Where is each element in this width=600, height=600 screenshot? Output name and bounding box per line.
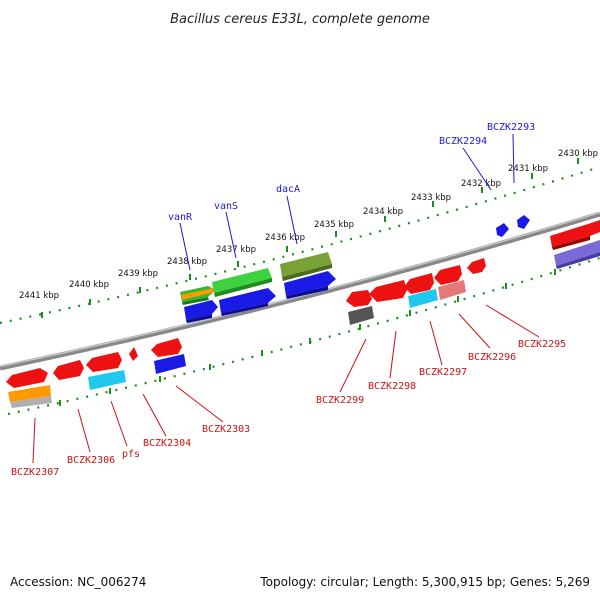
gene-red-lower-d[interactable]: [434, 265, 462, 285]
gene-BCZK2299[interactable]: [348, 306, 374, 325]
kbp-label-2432: 2432 kbp: [461, 179, 501, 189]
map-title: Bacillus cereus E33L, complete genome: [170, 12, 430, 27]
genome-summary-text: Topology: circular; Length: 5,300,915 bp…: [259, 575, 590, 589]
kbp-label-2439: 2439 kbp: [118, 269, 158, 279]
genome-backbone: [0, 211, 600, 371]
major-ticks-inner: [59, 269, 556, 406]
label-BCZK2294: BCZK2294: [439, 136, 487, 147]
gene-purple-right[interactable]: [554, 240, 600, 269]
gene-BCZK2307[interactable]: [8, 385, 52, 408]
gene-red-lower-e[interactable]: [467, 258, 486, 274]
kbp-label-2431: 2431 kbp: [508, 164, 548, 174]
kbp-label-2436: 2436 kbp: [265, 233, 305, 243]
kbp-label-2440: 2440 kbp: [69, 280, 109, 290]
label-BCZK2298: BCZK2298: [368, 381, 416, 392]
gene-BCZK2303-red[interactable]: [151, 338, 182, 357]
label-vanR: vanR: [168, 212, 193, 223]
gene-BCZK2303[interactable]: [154, 354, 186, 374]
label-pfs: pfs: [122, 449, 140, 460]
gene-BCZK2304[interactable]: [129, 347, 138, 361]
label-BCZK2295: BCZK2295: [518, 339, 566, 350]
gene-BCZK2297[interactable]: [408, 289, 438, 308]
label-vanS: vanS: [214, 201, 238, 212]
major-ticks-outer: [41, 158, 579, 318]
accession-text: Accession: NC_006274: [10, 575, 146, 589]
kbp-label-2435: 2435 kbp: [314, 220, 354, 230]
gene-BCZK2294[interactable]: [496, 223, 509, 237]
label-BCZK2297: BCZK2297: [419, 367, 467, 378]
kbp-label-2434: 2434 kbp: [363, 207, 403, 217]
gene-vanS[interactable]: [212, 268, 272, 297]
label-BCZK2307: BCZK2307: [11, 467, 59, 478]
gene-BCZK2306-red[interactable]: [53, 360, 84, 380]
gene-blue-upper-3[interactable]: [284, 271, 336, 299]
gene-BCZK2307-red[interactable]: [6, 368, 48, 388]
kbp-label-2437: 2437 kbp: [216, 245, 256, 255]
leader-lines-bottom: [32, 304, 540, 464]
label-BCZK2299: BCZK2299: [316, 395, 364, 406]
label-BCZK2293: BCZK2293: [487, 122, 535, 133]
gene-blue-upper-2[interactable]: [219, 288, 276, 316]
gene-red-lower-a[interactable]: [346, 290, 372, 307]
kbp-label-2433: 2433 kbp: [411, 193, 451, 203]
gene-pfs-red[interactable]: [86, 352, 122, 372]
gene-vanR[interactable]: [180, 286, 216, 305]
label-BCZK2304: BCZK2304: [143, 438, 191, 449]
leader-lines-top: [179, 133, 515, 271]
label-dacA: dacA: [276, 184, 300, 195]
label-BCZK2296: BCZK2296: [468, 352, 516, 363]
gene-red-upper-right[interactable]: [550, 220, 600, 250]
label-BCZK2306: BCZK2306: [67, 455, 115, 466]
gene-dacA[interactable]: [280, 252, 332, 281]
kbp-label-2441: 2441 kbp: [19, 291, 59, 301]
label-BCZK2303: BCZK2303: [202, 424, 250, 435]
gene-blue-upper-1[interactable]: [184, 300, 218, 323]
gene-red-lower-b[interactable]: [369, 280, 407, 302]
gene-red-lower-c[interactable]: [404, 273, 434, 294]
kbp-label-2430: 2430 kbp: [558, 149, 598, 159]
kbp-label-2438: 2438 kbp: [167, 257, 207, 267]
gene-BCZK2293[interactable]: [517, 215, 530, 229]
gene-BCZK2296[interactable]: [438, 280, 466, 300]
gene-pfs[interactable]: [88, 370, 126, 390]
